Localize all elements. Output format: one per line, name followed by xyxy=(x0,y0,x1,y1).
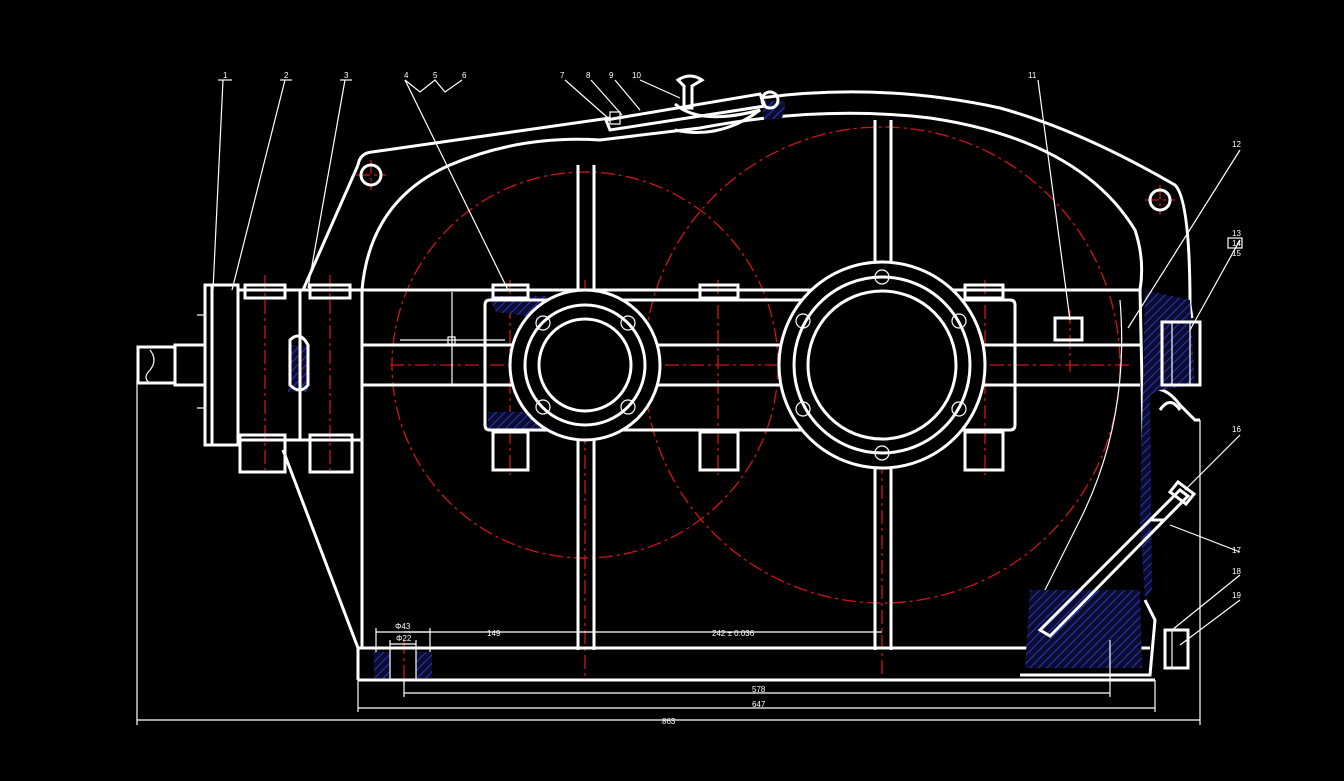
callout-18: 18 xyxy=(1232,567,1241,576)
dim-578: 578 xyxy=(752,685,766,694)
bearings xyxy=(508,260,987,470)
dim-647: 647 xyxy=(752,700,766,709)
drain-plug xyxy=(1163,628,1190,670)
callout-16: 16 xyxy=(1232,425,1241,434)
bearing-bosses xyxy=(362,298,1140,432)
callout-14: 14 xyxy=(1232,239,1241,248)
callout-6: 6 xyxy=(462,71,467,80)
callout-labels: 1 2 3 4 5 6 7 8 9 10 11 12 13 14 15 16 1… xyxy=(218,71,1243,600)
inspection-cover xyxy=(603,74,780,134)
dim-863: 863 xyxy=(662,717,676,726)
callout-19: 19 xyxy=(1232,591,1241,600)
callout-15: 15 xyxy=(1232,249,1241,258)
callout-7: 7 xyxy=(560,71,565,80)
dim-center-distance: 242 ± 0.036 xyxy=(712,629,755,638)
ribs xyxy=(576,120,893,650)
flange-bolts xyxy=(238,283,1084,474)
callout-12: 12 xyxy=(1232,140,1241,149)
callout-17: 17 xyxy=(1232,546,1241,555)
leader-lines xyxy=(212,79,1241,646)
bearing-cover-right xyxy=(1160,320,1202,387)
dimension-lines xyxy=(136,380,1201,725)
hatched-sections xyxy=(288,100,1195,678)
callout-8: 8 xyxy=(586,71,591,80)
reference-crosshair xyxy=(400,292,505,385)
input-shaft xyxy=(136,283,364,447)
lifting-lugs xyxy=(359,163,1172,212)
dim-phi22: Φ22 xyxy=(396,634,412,643)
callout-10: 10 xyxy=(632,71,641,80)
callout-3: 3 xyxy=(344,71,349,80)
callout-13: 13 xyxy=(1232,229,1241,238)
dim-phi43: Φ43 xyxy=(395,622,411,631)
callout-1: 1 xyxy=(223,71,228,80)
dimension-texts: Φ43 Φ22 149 242 ± 0.036 578 647 863 xyxy=(395,622,766,726)
callout-4: 4 xyxy=(404,71,409,80)
callout-11: 11 xyxy=(1028,71,1037,80)
callout-5: 5 xyxy=(433,71,438,80)
callout-9: 9 xyxy=(609,71,614,80)
dim-149: 149 xyxy=(487,629,501,638)
oil-dipstick xyxy=(1037,479,1197,638)
callout-2: 2 xyxy=(284,71,289,80)
